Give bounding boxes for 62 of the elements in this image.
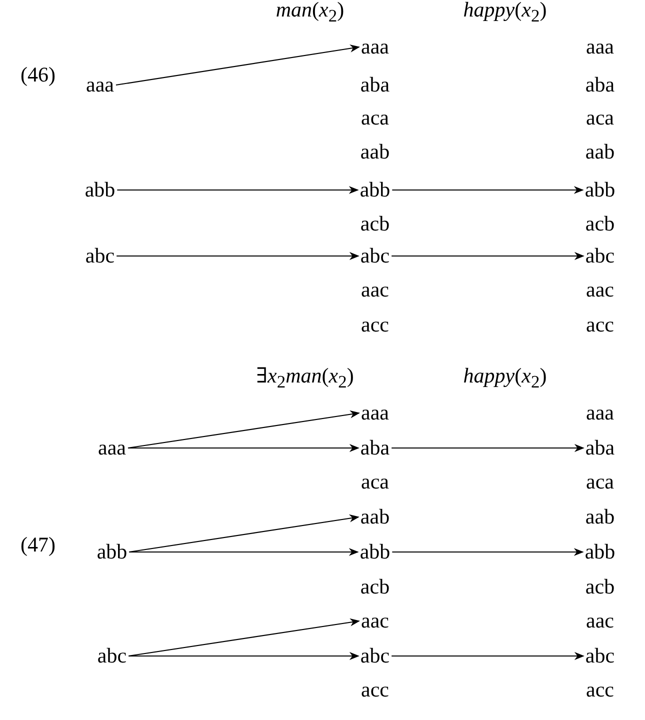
string-label: aca <box>361 470 389 494</box>
string-label: aba <box>585 73 615 97</box>
string-label: acb <box>360 575 390 599</box>
string-label: aab <box>360 140 390 164</box>
string-label: aac <box>586 609 614 633</box>
arrow <box>117 186 359 194</box>
arrow <box>392 652 584 660</box>
string-label: abb <box>360 178 390 202</box>
arrow <box>128 444 360 452</box>
arrow <box>129 548 359 556</box>
string-label: acb <box>585 212 615 236</box>
string-label: abb <box>84 178 116 202</box>
string-label: aaa <box>98 436 126 460</box>
string-label: aca <box>586 106 614 130</box>
arrow <box>116 252 360 260</box>
formula-label: man(x$_{2}$) <box>276 0 344 26</box>
string-label: aab <box>585 505 615 529</box>
arrow <box>392 444 584 452</box>
string-label: acc <box>361 313 389 337</box>
string-label: aca <box>361 106 389 130</box>
string-label: aba <box>360 436 390 460</box>
arrow <box>392 252 584 260</box>
string-label: abb <box>360 540 390 564</box>
arrow <box>128 652 360 660</box>
string-label: aba <box>360 73 390 97</box>
string-label: abc <box>85 244 115 268</box>
example-number: (47) <box>20 533 56 557</box>
string-label: aac <box>361 278 389 302</box>
string-label: acc <box>361 678 389 702</box>
string-label: aaa <box>586 35 614 59</box>
arrow <box>128 618 360 657</box>
string-label: abc <box>585 644 615 668</box>
string-label: aab <box>585 140 615 164</box>
string-label: abb <box>96 540 128 564</box>
string-label: aaa <box>86 73 114 97</box>
string-label: acc <box>586 678 614 702</box>
string-label: aaa <box>586 401 614 425</box>
string-label: abc <box>360 644 390 668</box>
arrow <box>392 186 584 194</box>
string-label: abc <box>360 244 390 268</box>
string-label: acb <box>360 212 390 236</box>
formula-label: happy(x$_{2}$) <box>463 364 547 392</box>
arrow <box>128 410 360 449</box>
string-label: abb <box>584 540 616 564</box>
string-label: abc <box>585 244 615 268</box>
string-label: aab <box>360 505 390 529</box>
arrow <box>116 44 360 86</box>
string-label: aac <box>361 609 389 633</box>
example-number: (46) <box>20 63 56 87</box>
string-label: aca <box>586 470 614 494</box>
arrow <box>129 514 360 553</box>
formula-label: happy(x$_{2}$) <box>463 0 547 26</box>
string-label: abb <box>584 178 616 202</box>
formula-label: ∃x$_{2}$man(x$_{2}$) <box>256 364 354 392</box>
string-label: aaa <box>361 35 389 59</box>
string-label: acb <box>585 575 615 599</box>
arrow <box>392 548 584 556</box>
string-label: aaa <box>361 401 389 425</box>
string-label: abc <box>97 644 127 668</box>
string-label: acc <box>586 313 614 337</box>
string-label: aac <box>586 278 614 302</box>
string-label: aba <box>585 436 615 460</box>
